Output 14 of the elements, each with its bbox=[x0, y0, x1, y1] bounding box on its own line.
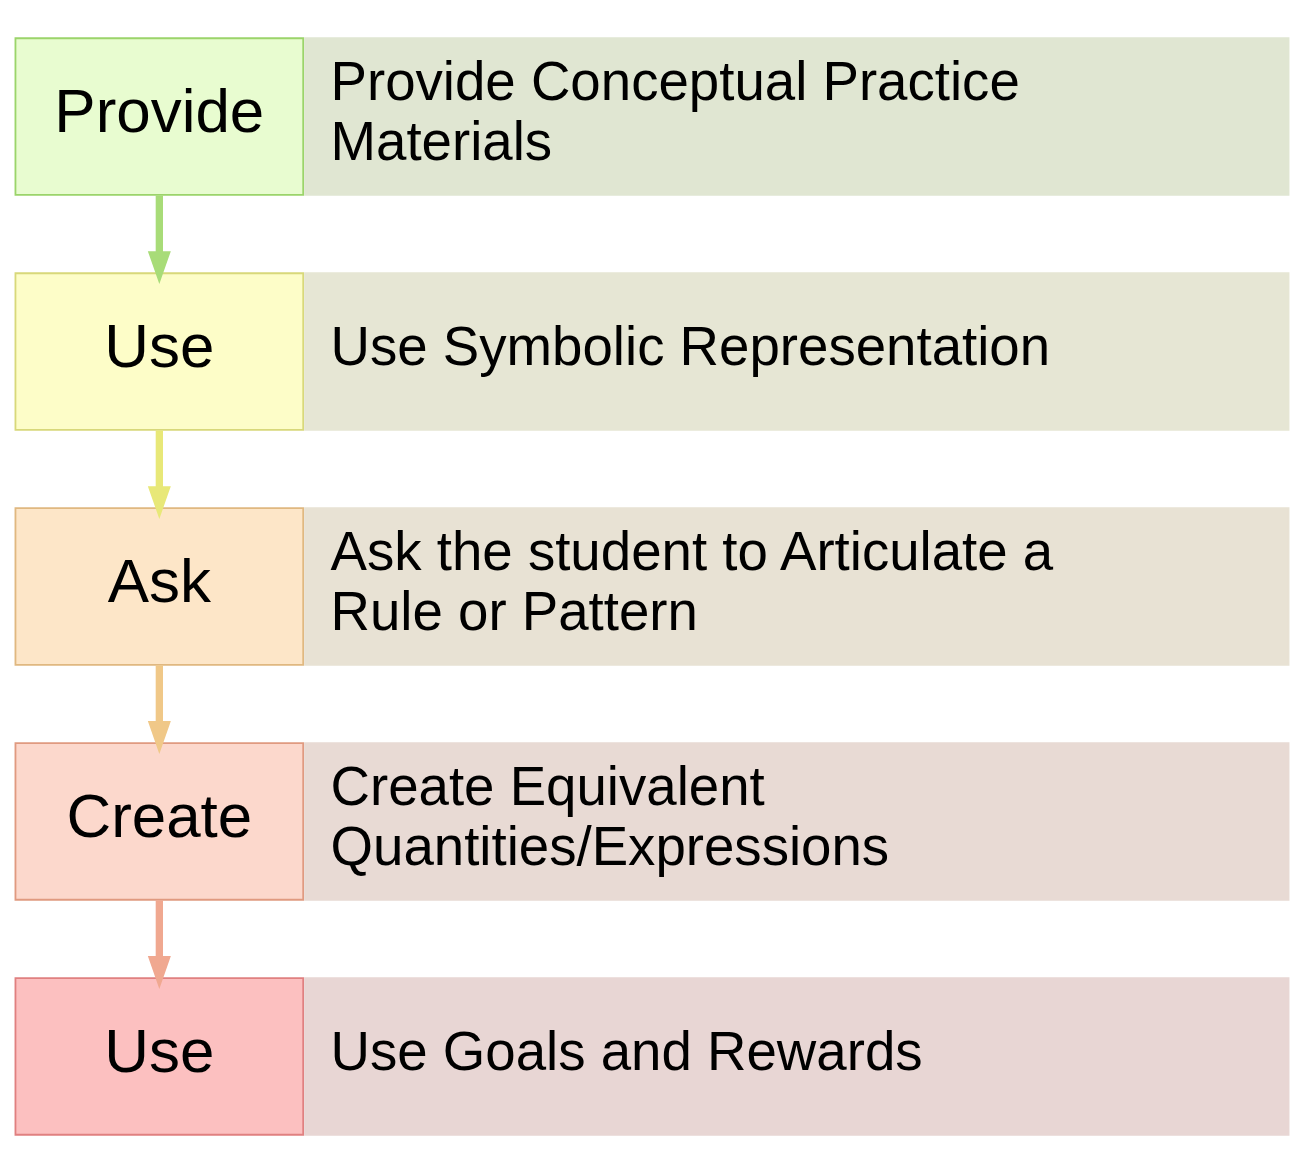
node-box: Ask the student to Articulate a Rule or Pattern bbox=[304, 507, 1290, 666]
node-box: Use bbox=[14, 977, 305, 1136]
node-box: Use bbox=[14, 272, 305, 431]
node-box: Provide Conceptual Practice Materials bbox=[304, 37, 1290, 196]
arrow bbox=[147, 195, 171, 285]
arrow bbox=[147, 430, 171, 520]
arrow bbox=[147, 665, 171, 754]
node-box: Create bbox=[14, 742, 305, 901]
node-box: Use Goals and Rewards bbox=[304, 977, 1290, 1136]
node-box: Create Equivalent Quantities/Expressions bbox=[304, 742, 1290, 901]
arrow bbox=[147, 900, 171, 989]
node-box: Use Symbolic Representation bbox=[304, 272, 1290, 431]
node-box: Ask bbox=[14, 507, 305, 666]
node-box: Provide bbox=[14, 37, 305, 196]
